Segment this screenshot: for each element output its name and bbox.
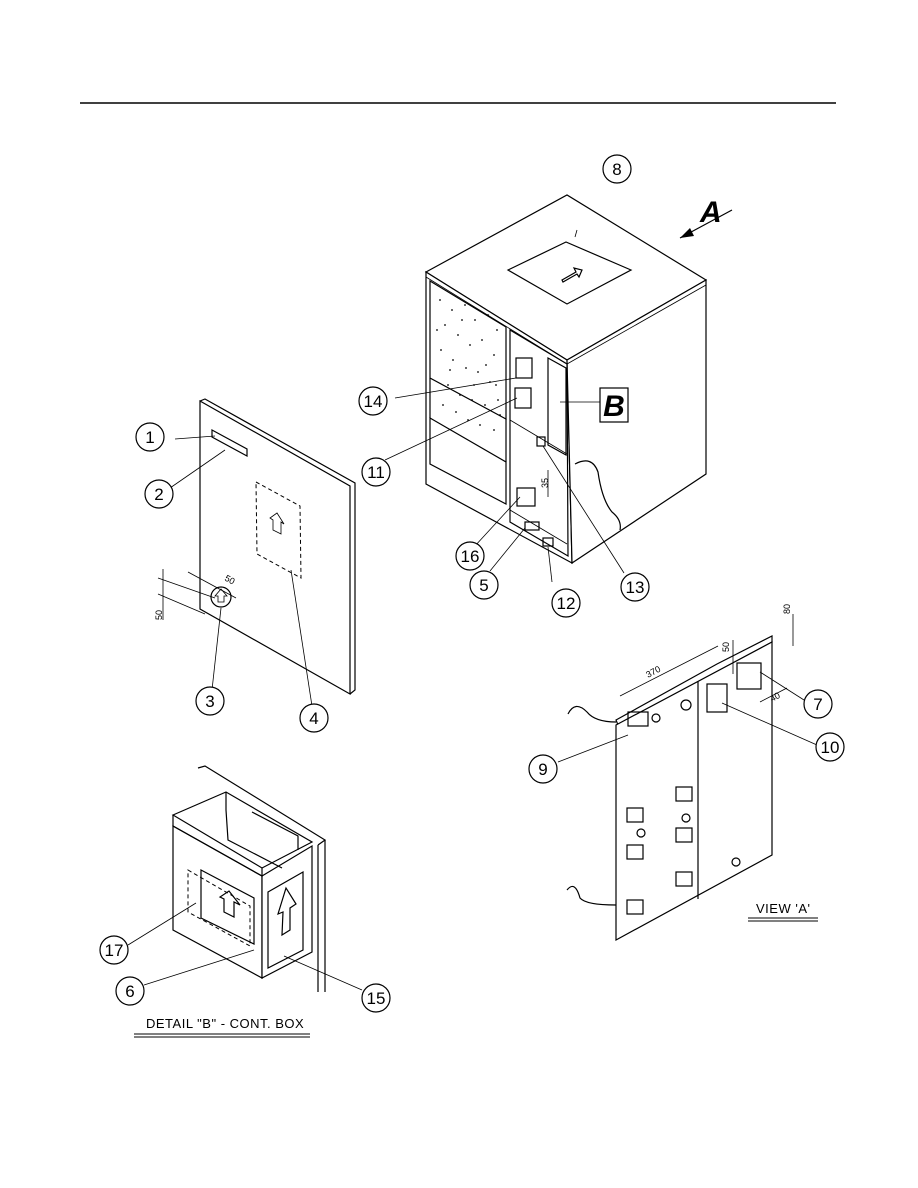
side-panel-drawing <box>157 398 356 707</box>
svg-text:2: 2 <box>154 485 163 504</box>
callout-4: 4 <box>299 703 329 733</box>
svg-text:12: 12 <box>557 594 576 613</box>
callout-11: 11 <box>361 457 391 487</box>
view-letter-b-box: B <box>599 387 629 423</box>
view-letter-a: A <box>699 196 722 229</box>
callout-2: 2 <box>144 479 174 509</box>
callout-6: 6 <box>115 976 145 1006</box>
svg-text:B: B <box>603 390 625 423</box>
svg-text:3: 3 <box>205 692 214 711</box>
main-unit-drawing <box>384 194 733 583</box>
callout-16: 16 <box>455 541 485 571</box>
arrow-icon <box>277 886 297 937</box>
svg-text:13: 13 <box>626 578 645 597</box>
detail-b-drawing <box>127 765 363 1038</box>
dim-va-40: 40 <box>768 690 782 704</box>
callout-14: 14 <box>358 386 388 416</box>
svg-text:8: 8 <box>612 160 621 179</box>
view-a-drawing <box>557 614 818 942</box>
svg-text:4: 4 <box>309 709 318 728</box>
svg-text:5: 5 <box>479 576 488 595</box>
arrow-icon <box>561 267 583 283</box>
detail-b-caption: DETAIL "B" - CONT. BOX <box>146 1016 304 1031</box>
callout-15: 15 <box>361 983 391 1013</box>
svg-text:11: 11 <box>367 463 385 482</box>
callout-8: 8 <box>602 154 632 184</box>
svg-text:1: 1 <box>145 428 154 447</box>
dim-panel-v: 50 <box>154 610 164 620</box>
dim-va-80: 80 <box>782 604 792 614</box>
callout-17: 17 <box>99 935 129 965</box>
arrow-icon <box>218 890 241 918</box>
svg-text:6: 6 <box>125 982 134 1001</box>
dim-panel-h: 50 <box>223 573 237 587</box>
svg-text:16: 16 <box>461 547 480 566</box>
dim-unit-35: 35 <box>540 478 550 488</box>
view-a-caption: VIEW 'A' <box>756 901 810 916</box>
callout-9: 9 <box>528 754 558 784</box>
svg-text:7: 7 <box>813 695 822 714</box>
svg-text:17: 17 <box>105 941 124 960</box>
svg-text:9: 9 <box>538 760 547 779</box>
dim-va-50: 50 <box>721 642 731 652</box>
arrow-icon <box>214 588 228 603</box>
callout-3: 3 <box>195 686 225 716</box>
svg-text:14: 14 <box>364 392 383 411</box>
callout-13: 13 <box>620 572 650 602</box>
callout-7: 7 <box>803 689 833 719</box>
callout-10: 10 <box>815 732 845 762</box>
svg-text:10: 10 <box>821 738 840 757</box>
svg-text:15: 15 <box>367 989 386 1008</box>
arrow-icon <box>269 512 285 535</box>
dim-va-370: 370 <box>644 664 662 680</box>
callout-1: 1 <box>135 422 165 452</box>
callout-5: 5 <box>469 570 499 600</box>
callout-12: 12 <box>551 588 581 618</box>
